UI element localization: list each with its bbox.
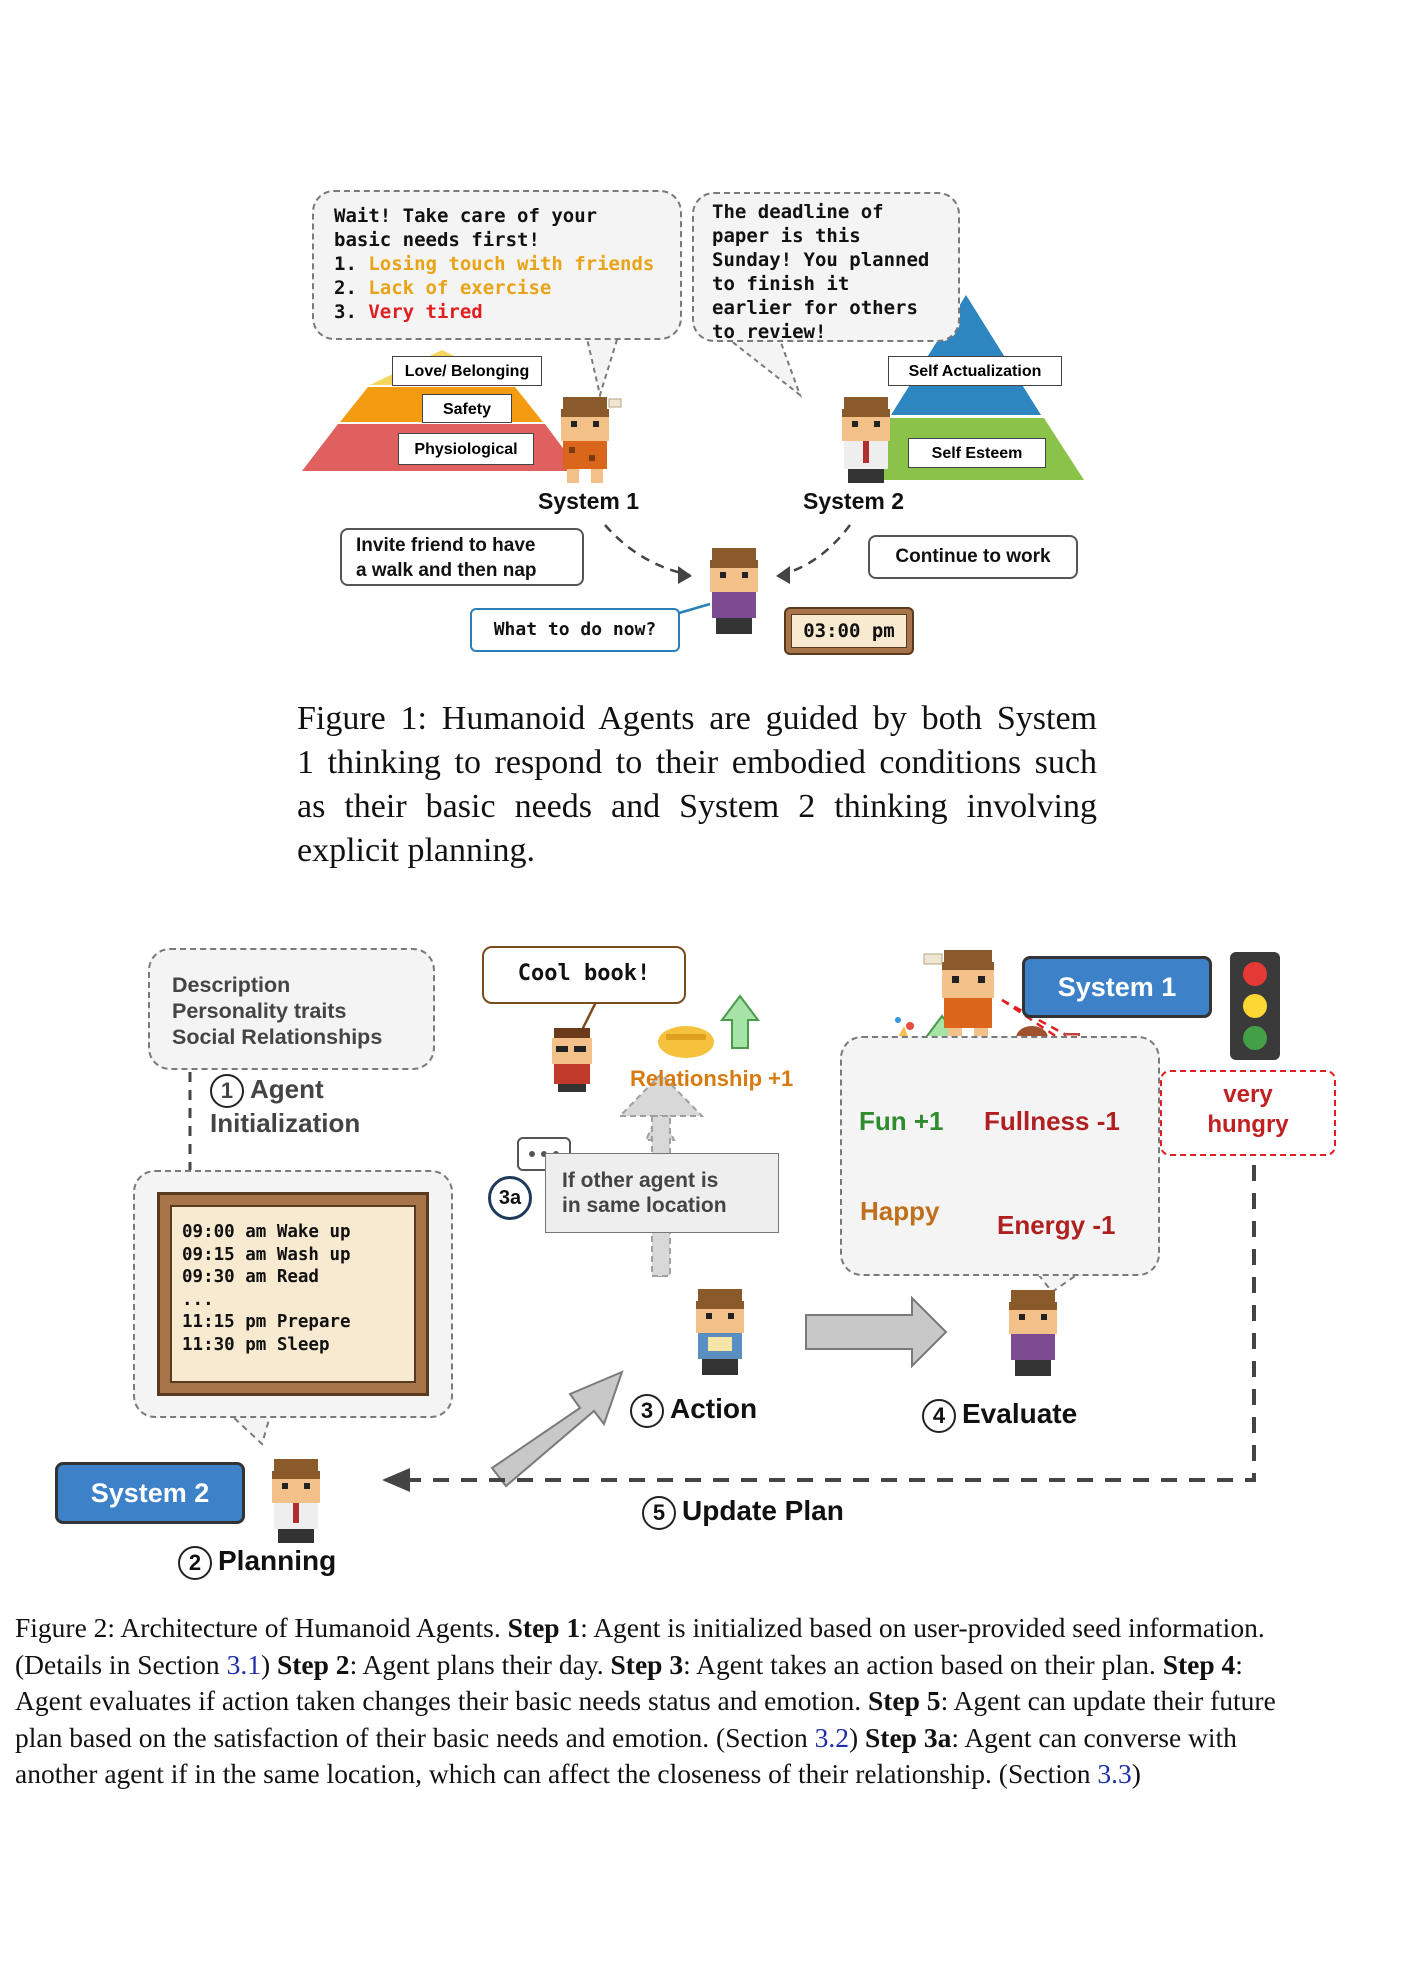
relationship-up-arrow bbox=[720, 994, 760, 1049]
arrow-system2-to-agent bbox=[779, 524, 851, 577]
agent-system1-sprite bbox=[561, 397, 622, 483]
schedule-board: 09:00 am Wake up 09:15 am Wash up 09:30 … bbox=[157, 1192, 429, 1396]
label-self-actualization: Self Actualization bbox=[888, 356, 1062, 386]
system2-label: System 2 bbox=[803, 488, 905, 514]
need-item-exercise: Lack of exercise bbox=[368, 277, 552, 299]
step3a-box: If other agent is in same location bbox=[545, 1153, 779, 1233]
system2-badge: System 2 bbox=[55, 1462, 245, 1524]
need-item-friends: Losing touch with friends bbox=[368, 253, 655, 275]
label-self-esteem: Self Esteem bbox=[908, 438, 1046, 468]
bubble-left-tail bbox=[583, 329, 622, 399]
system1-badge: System 1 bbox=[1022, 956, 1212, 1018]
energy-label: Energy -1 bbox=[997, 1210, 1116, 1240]
evaluate-bubble bbox=[840, 1036, 1160, 1276]
arrow-action-to-evaluate bbox=[805, 1295, 948, 1369]
schedule-item: ... bbox=[182, 1289, 214, 1310]
very-hungry-bubble: very hungry bbox=[1160, 1070, 1336, 1156]
agent-planning-sprite bbox=[272, 1459, 320, 1543]
section-link-3-2[interactable]: 3.2 bbox=[814, 1721, 849, 1753]
fullness-label: Fullness -1 bbox=[984, 1106, 1120, 1136]
schedule-item: 09:15 am Wash up bbox=[182, 1244, 351, 1265]
option-invite-friend: Invite friend to have a walk and then na… bbox=[340, 528, 584, 586]
schedule-list: 09:00 am Wake up 09:15 am Wash up 09:30 … bbox=[170, 1205, 416, 1383]
schedule-item: 11:30 pm Sleep bbox=[182, 1334, 330, 1355]
traffic-light-icon bbox=[1230, 952, 1280, 1060]
figure-1-caption: Figure 1: Humanoid Agents are guided by … bbox=[297, 700, 1097, 869]
arrow-system1-to-agent bbox=[604, 524, 691, 577]
arrow-update-plan bbox=[400, 1165, 1256, 1482]
step3a-circle: 3a bbox=[488, 1176, 532, 1220]
schedule-item: 09:00 am Wake up bbox=[182, 1222, 351, 1242]
cool-book-bubble: Cool book! bbox=[482, 946, 686, 1004]
label-love-belonging: Love/ Belonging bbox=[392, 356, 542, 386]
option-continue-work: Continue to work bbox=[868, 535, 1078, 579]
happy-label: Happy bbox=[860, 1196, 940, 1226]
label-safety: Safety bbox=[422, 394, 512, 423]
seed-info-bubble: Description Personality traits Social Re… bbox=[148, 948, 435, 1070]
relationship-label: Relationship +1 bbox=[630, 1066, 794, 1091]
fun-label: Fun +1 bbox=[859, 1106, 944, 1136]
bubble-left-line2: basic needs first! bbox=[334, 229, 540, 251]
schedule-item: 09:30 am Read bbox=[182, 1267, 319, 1287]
bubble-basic-needs: Wait! Take care of your basic needs firs… bbox=[312, 190, 682, 340]
section-link-3-3[interactable]: 3.3 bbox=[1097, 1758, 1132, 1789]
label-physiological: Physiological bbox=[398, 433, 534, 465]
system1-label: System 1 bbox=[538, 488, 640, 514]
arrow-planning-to-action bbox=[490, 1370, 624, 1488]
bubble-left-line1: Wait! Take care of your bbox=[334, 205, 598, 227]
schedule-bubble: 09:00 am Wake up 09:15 am Wash up 09:30 … bbox=[133, 1170, 453, 1418]
agent-friend-sprite bbox=[552, 1002, 598, 1092]
section-link-3-1[interactable]: 3.1 bbox=[226, 1648, 261, 1680]
question-bubble: What to do now? bbox=[470, 608, 680, 652]
clock-display: 03:00 pm bbox=[784, 607, 914, 655]
agent-action-sprite bbox=[696, 1289, 744, 1375]
bubble-right-tail bbox=[727, 339, 803, 398]
agent-center-sprite bbox=[710, 548, 758, 634]
clock-text: 03:00 pm bbox=[791, 614, 907, 648]
figure-2-graphics bbox=[180, 952, 1280, 1492]
figure-2-caption: Figure 2: Architecture of Humanoid Agent… bbox=[15, 1612, 1276, 1789]
agent-evaluate-sprite bbox=[1009, 1290, 1057, 1376]
handshake-icon bbox=[658, 1026, 714, 1058]
bubble-deadline: The deadline of paper is this Sunday! Yo… bbox=[692, 192, 960, 343]
need-item-tired: Very tired bbox=[368, 301, 483, 323]
agent-system2-sprite bbox=[842, 397, 890, 483]
schedule-item: 11:15 pm Prepare bbox=[182, 1312, 351, 1332]
agent-system1-eval-sprite bbox=[923, 950, 994, 1042]
